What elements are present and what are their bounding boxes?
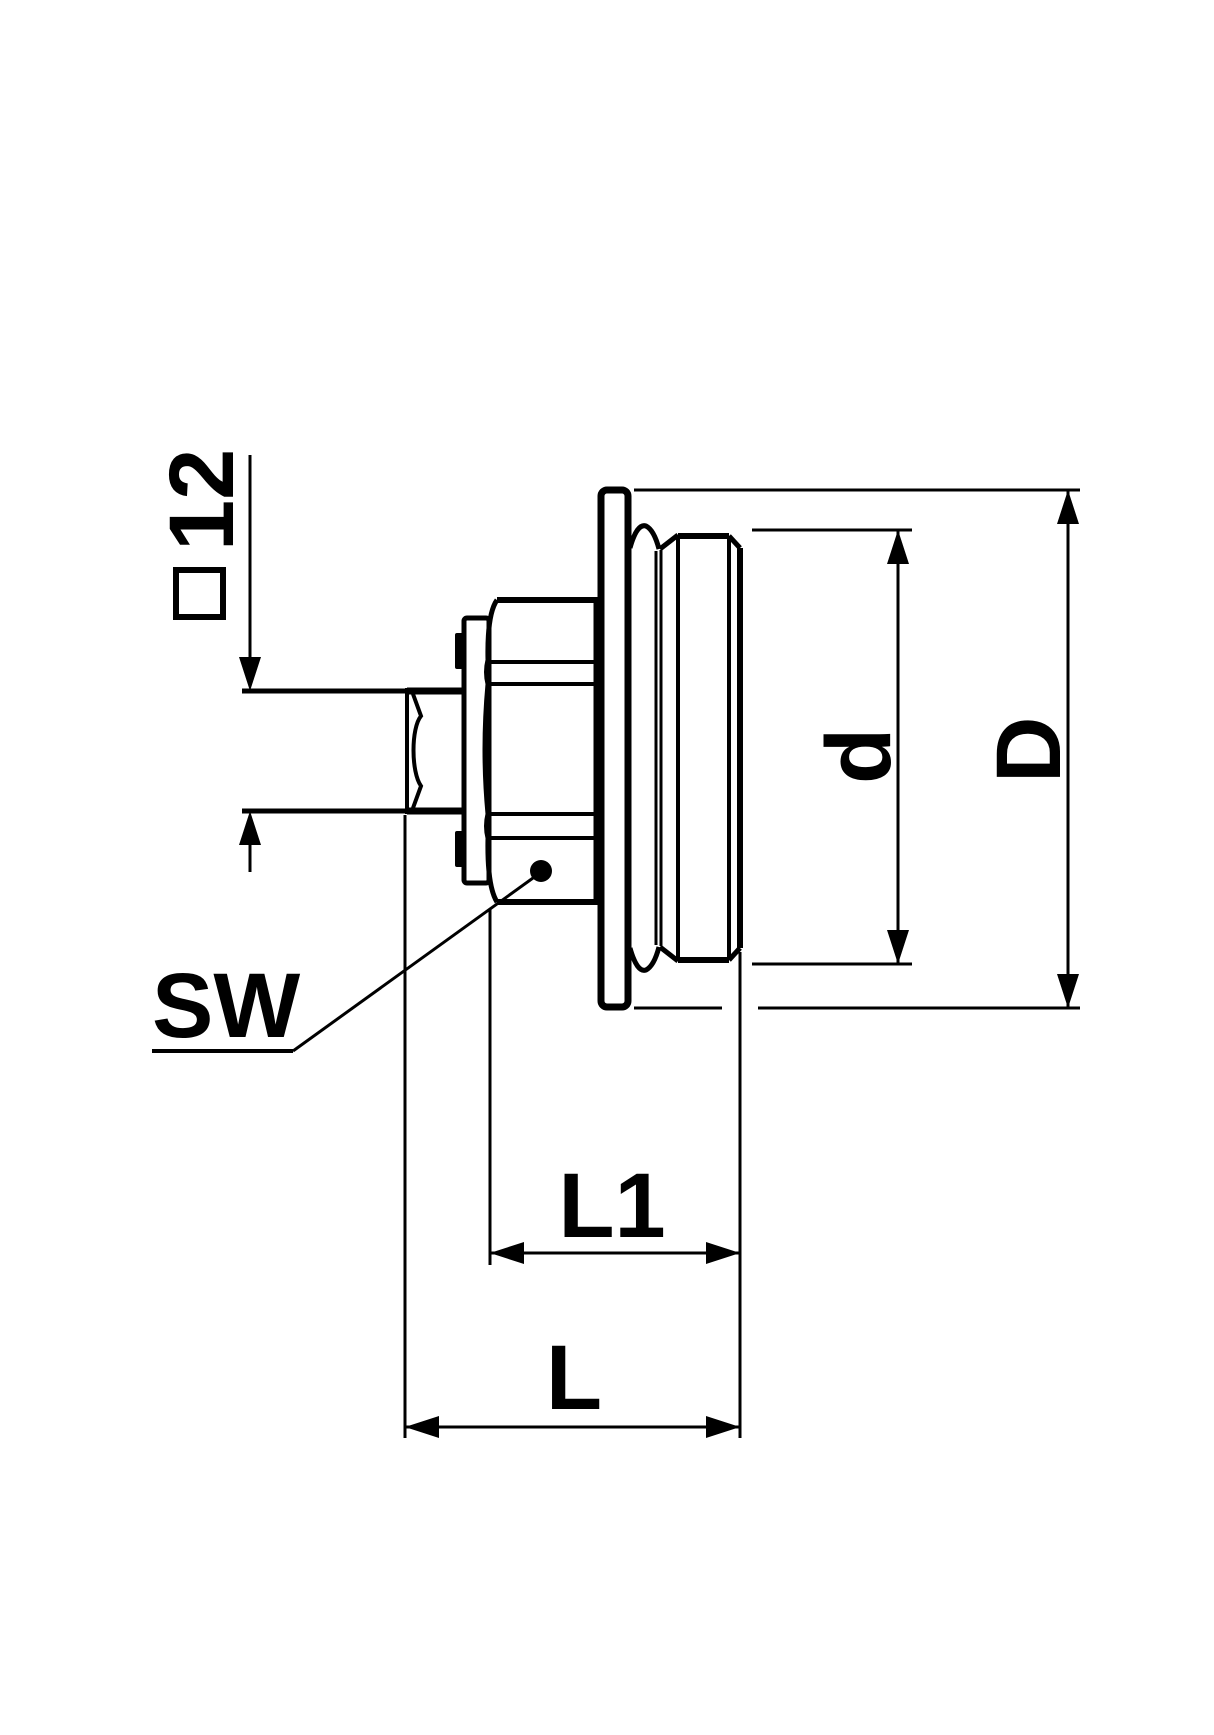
dim-square-12: 12 [151, 449, 261, 872]
flange-diameter-label: D [978, 717, 1080, 783]
arrowhead-down-icon [1057, 974, 1079, 1008]
press-olive [407, 687, 462, 815]
body-cylinder [658, 533, 743, 963]
chamfer-bottom-right [727, 946, 742, 962]
chamfer-top-left [658, 533, 680, 551]
ridge-ring [627, 523, 663, 973]
square-width-label: 12 [151, 449, 253, 551]
hexnut-left-silhouette [482, 598, 500, 904]
square-section-symbol-icon [173, 567, 226, 620]
total-length-label: L [546, 1327, 602, 1429]
flange-disc [597, 486, 632, 1011]
dim-L1: L1 [488, 909, 742, 1438]
insert-length-label: L1 [558, 1155, 665, 1257]
washer-tab-top [455, 633, 465, 669]
arrowhead-right-icon [706, 1242, 740, 1264]
olive-profile-arc [411, 693, 424, 809]
ridge-arc-top [627, 523, 662, 550]
arrowhead-right-icon [706, 1416, 740, 1438]
chamfer-bottom-left [658, 945, 680, 963]
washer-body [461, 615, 492, 886]
square-tube [242, 688, 409, 814]
dim-L: L [403, 815, 740, 1438]
arrowhead-left-icon [490, 1242, 524, 1264]
arrowhead-up-icon [239, 811, 261, 845]
washer-tab-bottom [455, 831, 465, 867]
dim-d: d [752, 528, 912, 966]
arrowhead-up-icon [887, 530, 909, 564]
leader-dot-icon [530, 860, 552, 882]
dim-D: D [634, 488, 1080, 1010]
washer [455, 615, 492, 886]
chamfer-top-right [727, 534, 742, 550]
body-diameter-label: d [808, 728, 910, 784]
flange [597, 486, 632, 1011]
hex-nut [482, 597, 601, 905]
dim-sw: SW [152, 860, 552, 1057]
sw-leader-line [292, 876, 534, 1053]
arrowhead-down-icon [887, 930, 909, 964]
arrowhead-left-icon [405, 1416, 439, 1438]
arrowhead-up-icon [1057, 490, 1079, 524]
wrench-size-label: SW [152, 955, 300, 1057]
ridge-arc-bottom [627, 946, 662, 973]
arrowhead-down-icon [239, 657, 261, 691]
